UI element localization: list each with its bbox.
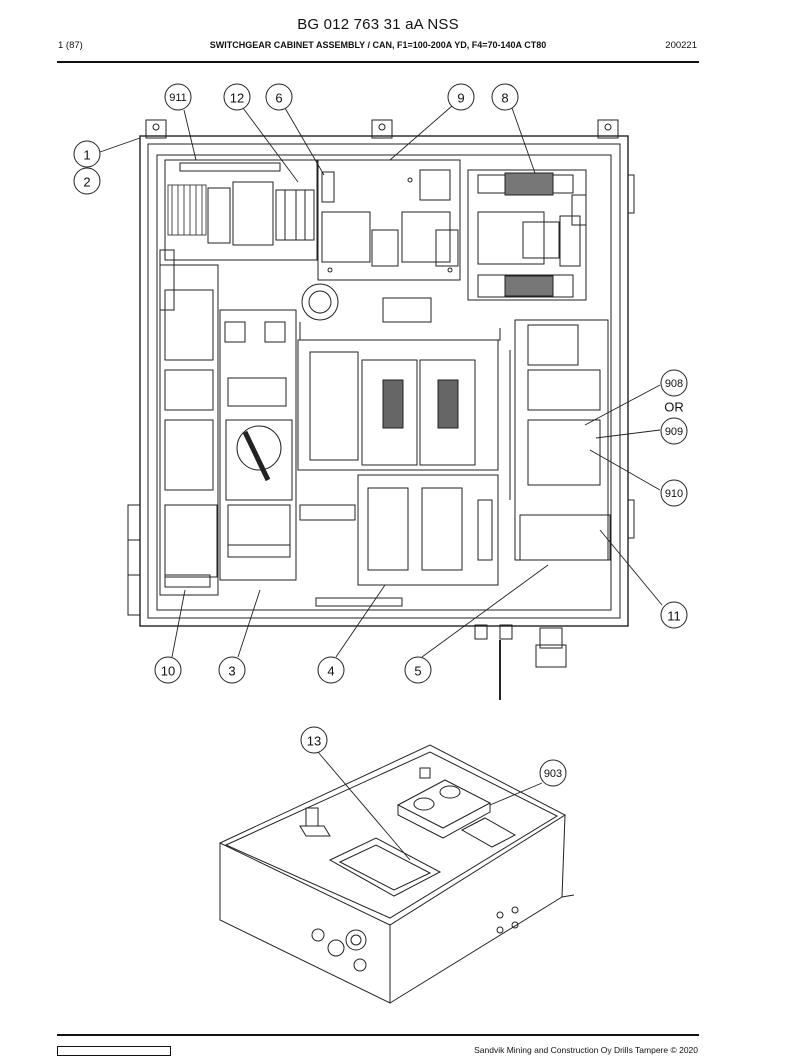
callout-label-8: 8 [501, 91, 508, 106]
callout-12 [223, 83, 251, 111]
callout-908 [660, 369, 688, 397]
callout-label-6: 6 [275, 91, 282, 106]
callout-label-or: OR [664, 400, 684, 415]
callout-bubbles [73, 83, 688, 787]
callout-13 [300, 726, 328, 754]
callout-11 [660, 601, 688, 629]
leader-lines-front [99, 105, 663, 658]
callout-label-910: 910 [665, 488, 683, 500]
callout-labels: 1 2 911 12 6 9 8 908 OR 909 910 11 10 3 … [83, 91, 683, 781]
footer-rule [57, 1034, 699, 1036]
callout-4 [317, 656, 345, 684]
callout-2 [73, 167, 101, 195]
callout-8 [491, 83, 519, 111]
callout-label-908: 908 [665, 378, 683, 390]
callout-9 [447, 83, 475, 111]
callout-1 [73, 140, 101, 168]
page-number: 1 (87) [58, 40, 83, 51]
cabinet-isometric-view [218, 744, 575, 1004]
callout-10 [154, 656, 182, 684]
callout-label-3: 3 [228, 664, 235, 679]
callout-910 [660, 479, 688, 507]
callout-label-5: 5 [414, 664, 421, 679]
callout-label-11: 11 [667, 609, 681, 624]
callout-label-2: 2 [83, 175, 90, 190]
document-code: 200221 [665, 40, 697, 51]
callout-label-909: 909 [665, 426, 683, 438]
leader-lines-iso [317, 751, 543, 861]
callout-label-10: 10 [161, 664, 175, 679]
callout-5 [404, 656, 432, 684]
callout-label-4: 4 [327, 664, 334, 679]
callout-label-12: 12 [230, 91, 244, 106]
callout-label-903: 903 [544, 768, 562, 780]
callout-911 [164, 83, 192, 111]
callout-3 [218, 656, 246, 684]
callout-label-9: 9 [457, 91, 464, 106]
callout-6 [265, 83, 293, 111]
company-logo [57, 1046, 171, 1056]
callout-label-13: 13 [307, 734, 321, 749]
callout-909 [660, 417, 688, 445]
document-title: SWITCHGEAR CABINET ASSEMBLY / CAN, F1=10… [209, 40, 547, 50]
callout-903 [539, 759, 567, 787]
footer-copyright: Sandvik Mining and Construction Oy Drill… [474, 1045, 698, 1055]
header-rule [57, 61, 699, 63]
callout-label-1: 1 [83, 148, 90, 163]
callout-label-911: 911 [169, 92, 187, 104]
document-number: BG 012 763 31 aA NSS [297, 16, 459, 33]
cabinet-front-view [127, 119, 635, 700]
